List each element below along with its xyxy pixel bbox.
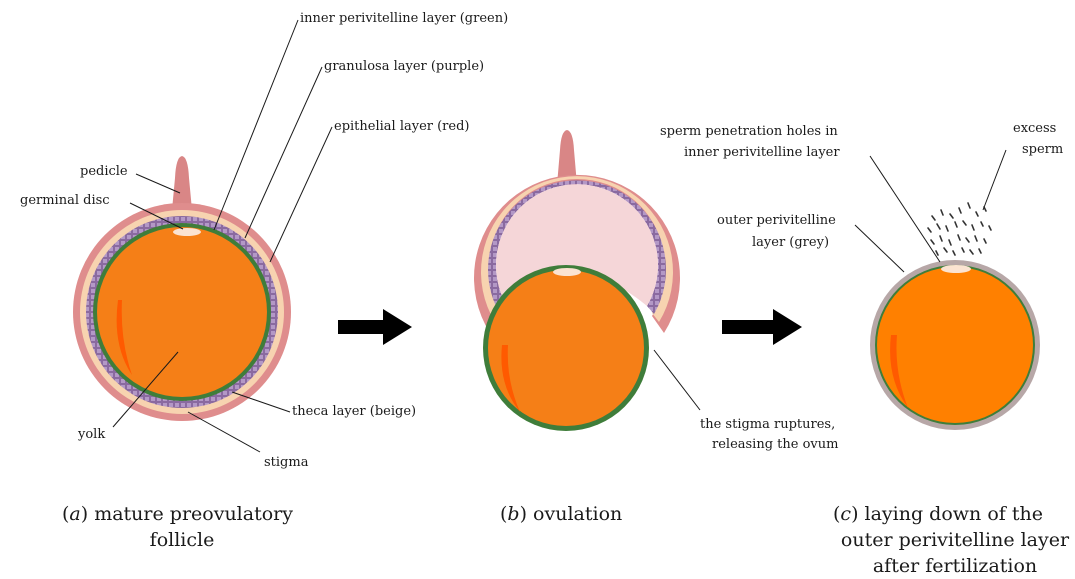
label-germinal-disc: germinal disc: [20, 193, 110, 208]
arrow-b-to-c: [722, 309, 802, 345]
excess-sperm-cluster: [928, 203, 991, 255]
leader-excess-sperm: [983, 150, 1006, 210]
label-rupture-line1: the stigma ruptures,: [700, 417, 835, 432]
label-excess-line2: sperm: [1022, 142, 1063, 157]
label-yolk: yolk: [77, 427, 105, 442]
caption-c-line3: after fertilization: [873, 555, 1037, 577]
leader-sperm-holes: [870, 156, 940, 262]
follicle-b: [474, 130, 680, 431]
germinal-disc-b: [553, 268, 581, 276]
germinal-disc-a: [173, 228, 201, 236]
germinal-disc-c: [941, 265, 971, 273]
label-theca: theca layer (beige): [292, 404, 416, 419]
label-pedicle: pedicle: [80, 164, 128, 179]
caption-a-line2: follicle: [150, 529, 215, 551]
caption-b-line1: (b) ovulation: [500, 503, 622, 525]
caption-b-letter: b: [507, 503, 519, 525]
label-stigma: stigma: [264, 455, 309, 470]
label-outer-peri-line1: outer perivitelline: [717, 213, 836, 228]
caption-a-text1: mature preovulatory: [94, 503, 293, 525]
caption-c-line2: outer perivitelline layer: [841, 529, 1070, 551]
leader-stigma: [188, 412, 260, 452]
leader-inner-perivitelline: [214, 20, 298, 230]
label-rupture-line2: releasing the ovum: [712, 437, 838, 452]
yolk-b: [488, 270, 644, 426]
leader-granulosa: [245, 67, 322, 238]
label-excess-line1: excess: [1013, 121, 1056, 136]
label-epithelial: epithelial layer (red): [334, 119, 469, 134]
leader-pedicle: [136, 174, 180, 193]
ovum-c: [870, 260, 1040, 430]
label-sperm-holes-line1: sperm penetration holes in: [660, 124, 838, 139]
caption-c-line1: (c) laying down of the: [833, 503, 1043, 525]
caption-c-text1: laying down of the: [865, 503, 1043, 525]
label-inner-perivitelline: inner perivitelline layer (green): [300, 11, 508, 26]
leader-outer-perivitelline: [855, 225, 904, 272]
leader-epithelial: [270, 127, 332, 262]
caption-a-line1: (a) mature preovulatory: [62, 503, 293, 525]
caption-b-text1: ovulation: [533, 503, 622, 525]
yolk-a: [97, 227, 267, 397]
yolk-c: [877, 267, 1033, 423]
label-granulosa: granulosa layer (purple): [324, 59, 484, 74]
arrow-a-to-b: [338, 309, 412, 345]
leader-rupture: [654, 350, 700, 410]
caption-a-letter: a: [69, 503, 80, 525]
caption-c-letter: c: [840, 503, 851, 525]
label-sperm-holes-line2: inner perivitelline layer: [684, 145, 840, 160]
label-outer-peri-line2: layer (grey): [752, 235, 829, 250]
pedicle-a: [172, 156, 192, 210]
